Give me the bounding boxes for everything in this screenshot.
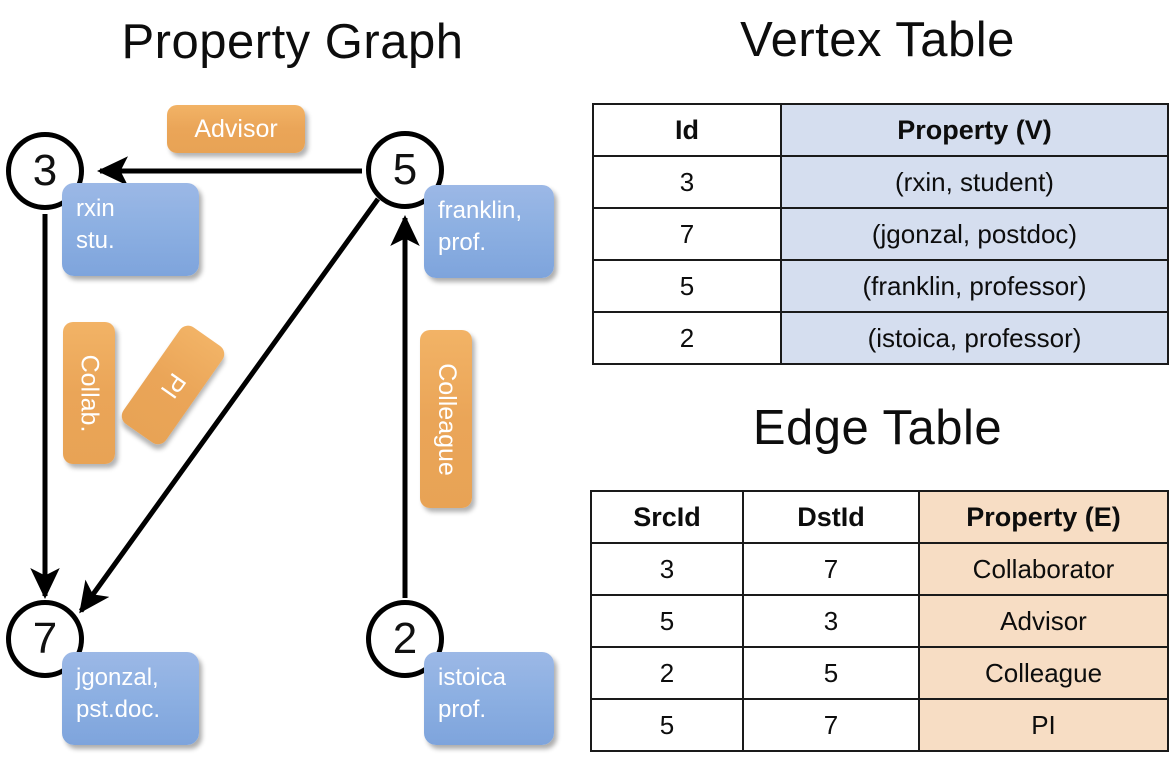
graph-node-7-property-line-2: pst.doc. (76, 695, 161, 723)
edge-cell-dstid: 3 (742, 594, 920, 648)
graph-edge-label-colleague-text: Colleague (432, 362, 461, 476)
edge-cell-srcid: 2 (590, 646, 744, 700)
graph-edge-label-advisor-text: Advisor (194, 114, 278, 143)
edge-cell-srcid: 5 (590, 698, 744, 752)
graph-edge-label-collab-text: Collab. (75, 354, 104, 432)
graph-node-3-property-line-1: rxin (76, 195, 115, 222)
graph-node-5-property-line-2: prof. (438, 228, 487, 256)
vertex-cell-property: (rxin, student) (780, 155, 1169, 209)
edge-cell-dstid: 7 (742, 542, 920, 596)
graph-node-7-property-box: jgonzal, pst.doc. (62, 652, 199, 745)
vertex-cell-id: 7 (592, 207, 782, 261)
table-row: 3 (rxin, student) (592, 155, 1169, 209)
edge-arrow-5-to-7 (78, 197, 381, 614)
edge-cell-dstid: 5 (742, 646, 920, 700)
graph-node-2-property-box: istoica prof. (424, 652, 554, 745)
graph-edge-label-pi-text: PI (155, 367, 192, 403)
edge-cell-property: Advisor (918, 594, 1169, 648)
graph-edge-arrows (30, 156, 420, 614)
graph-node-2-property-line-2: prof. (438, 695, 487, 723)
graph-node-5-property-box: franklin, prof. (424, 185, 554, 278)
vertex-table-header-id: Id (592, 103, 782, 157)
vertex-table: Id Property (V) 3 (rxin, student) 7 (jgo… (592, 103, 1169, 365)
graph-node-5-property-line-1: franklin, (438, 197, 523, 224)
vertex-cell-id: 3 (592, 155, 782, 209)
property-graph-panel: 3 rxin stu. 5 franklin, prof. 7 jgonzal,… (6, 105, 554, 745)
edge-cell-srcid: 3 (590, 542, 744, 596)
graph-node-3-label: 3 (32, 146, 58, 195)
edge-cell-property: Colleague (918, 646, 1169, 700)
edge-table-header-row: SrcId DstId Property (E) (590, 490, 1169, 544)
page-title-edge-table: Edge Table (752, 401, 1003, 455)
table-row: 2 (istoica, professor) (592, 311, 1169, 365)
table-row: 3 7 Collaborator (590, 542, 1169, 596)
graph-node-2-label: 2 (392, 614, 418, 663)
edge-table-header-srcid: SrcId (590, 490, 744, 544)
graph-edge-label-advisor: Advisor (167, 105, 305, 153)
graph-node-2[interactable]: 2 (366, 600, 444, 678)
page-title-vertex-table: Vertex Table (740, 13, 1015, 67)
graph-node-7-label: 7 (32, 614, 58, 663)
edge-cell-property: Collaborator (918, 542, 1169, 596)
table-row: 5 7 PI (590, 698, 1169, 752)
table-row: 7 (jgonzal, postdoc) (592, 207, 1169, 261)
table-row: 5 (franklin, professor) (592, 259, 1169, 313)
vertex-cell-id: 2 (592, 311, 782, 365)
graph-node-7-property-line-1: jgonzal, (76, 664, 159, 691)
graph-node-5[interactable]: 5 (366, 131, 444, 209)
graph-node-5-label: 5 (392, 145, 418, 194)
graph-edge-label-colleague: Colleague (420, 330, 472, 508)
graph-node-2-property-line-1: istoica (438, 664, 507, 691)
edge-table: SrcId DstId Property (E) 3 7 Collaborato… (590, 490, 1169, 752)
vertex-cell-property: (jgonzal, postdoc) (780, 207, 1169, 261)
edge-table-header-property: Property (E) (918, 490, 1169, 544)
table-row: 2 5 Colleague (590, 646, 1169, 700)
edge-cell-srcid: 5 (590, 594, 744, 648)
edge-cell-dstid: 7 (742, 698, 920, 752)
page-title-property-graph: Property Graph (121, 15, 464, 69)
edge-cell-property: PI (918, 698, 1169, 752)
vertex-table-header-row: Id Property (V) (592, 103, 1169, 157)
graph-node-3-property-line-2: stu. (76, 226, 115, 254)
graph-node-3-property-box: rxin stu. (62, 183, 199, 276)
vertex-cell-property: (franklin, professor) (780, 259, 1169, 313)
edge-table-header-dstid: DstId (742, 490, 920, 544)
vertex-table-header-property: Property (V) (780, 103, 1169, 157)
vertex-cell-property: (istoica, professor) (780, 311, 1169, 365)
graph-edge-label-collab: Collab. (63, 322, 115, 464)
vertex-cell-id: 5 (592, 259, 782, 313)
table-row: 5 3 Advisor (590, 594, 1169, 648)
